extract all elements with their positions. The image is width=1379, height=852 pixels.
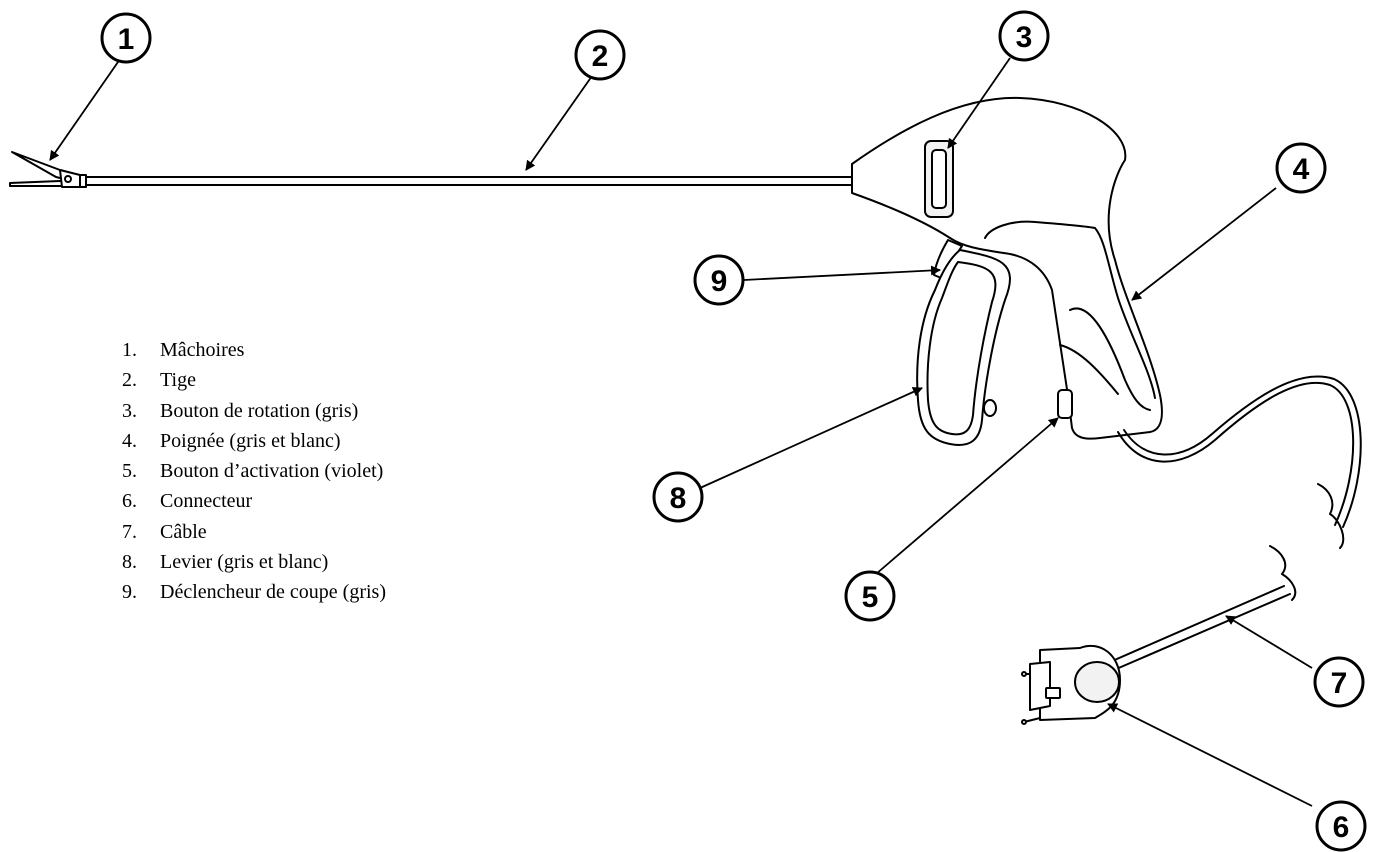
callout-7-label: 7 <box>1331 667 1348 700</box>
activation-button-part <box>1057 389 1073 419</box>
callout-5: 5 <box>844 570 896 622</box>
legend-label: Levier (gris et blanc) <box>160 551 329 574</box>
legend-label: Tige <box>160 369 196 392</box>
legend-item: 7. Câble <box>122 517 386 547</box>
leader-4 <box>1131 187 1277 301</box>
legend-number: 2. <box>122 369 137 392</box>
callout-9-label: 9 <box>711 265 728 298</box>
leader-lines <box>49 57 1313 807</box>
legend-number: 9. <box>122 581 137 604</box>
handle-inner-contour <box>984 220 1156 399</box>
callout-9: 9 <box>693 254 745 306</box>
legend-number: 7. <box>122 520 137 543</box>
legend-item: 3. Bouton de rotation (gris) <box>122 396 386 426</box>
callout-4-label: 4 <box>1293 153 1310 186</box>
legend-item: 8. Levier (gris et blanc) <box>122 547 386 577</box>
callout-1: 1 <box>100 12 152 64</box>
cable-part <box>1109 375 1362 671</box>
leader-5 <box>875 417 1059 575</box>
leader-2 <box>525 75 593 171</box>
callout-3: 3 <box>998 10 1050 62</box>
callout-1-label: 1 <box>118 23 135 56</box>
lever-part <box>916 249 1011 446</box>
legend-item: 2. Tige <box>122 365 386 395</box>
legend-label: Mâchoires <box>160 339 245 361</box>
legend-number: 1. <box>122 339 137 361</box>
callout-8: 8 <box>652 471 704 523</box>
jaws-part <box>9 151 83 188</box>
parts-legend: 1. Mâchoires 2. Tige 3. Bouton de rotation … <box>122 335 386 608</box>
leader-3 <box>947 57 1011 149</box>
connector-part <box>1021 644 1121 725</box>
legend-label: Connecteur <box>160 490 253 513</box>
callout-7: 7 <box>1313 656 1365 708</box>
leader-7 <box>1225 615 1313 669</box>
leader-8 <box>699 387 923 489</box>
legend-item: 9. Déclencheur de coupe (gris) <box>122 577 386 607</box>
leader-1 <box>49 61 119 161</box>
legend-item: 1. Mâchoires <box>122 335 386 365</box>
rotation-knob-part <box>924 140 954 218</box>
callout-6: 6 <box>1315 800 1367 852</box>
callout-8-label: 8 <box>670 482 687 515</box>
legend-label: Poignée (gris et blanc) <box>160 429 341 452</box>
legend-item: 4. Poignée (gris et blanc) <box>122 426 386 456</box>
legend-item: 5. Bouton d’activation (violet) <box>122 456 386 486</box>
callout-3-label: 3 <box>1016 21 1033 54</box>
instrument-illustration <box>9 96 1362 725</box>
legend-label: Bouton d’activation (violet) <box>160 460 384 483</box>
legend-label: Bouton de rotation (gris) <box>160 399 359 422</box>
legend-number: 5. <box>122 460 137 483</box>
leader-9 <box>743 265 941 281</box>
legend-label: Câble <box>160 520 207 543</box>
callout-5-label: 5 <box>862 581 879 614</box>
legend-label: Déclencheur de coupe (gris) <box>160 581 386 604</box>
legend-item: 6. Connecteur <box>122 486 386 516</box>
legend-number: 6. <box>122 490 137 513</box>
legend-number: 3. <box>122 399 137 422</box>
handle-lower-contour <box>1059 344 1119 395</box>
leader-6 <box>1107 703 1313 807</box>
callout-4: 4 <box>1275 142 1327 194</box>
shaft-part <box>79 174 855 188</box>
handle-grip-line <box>1069 307 1151 411</box>
callout-2: 2 <box>574 29 626 81</box>
legend-number: 4. <box>122 429 137 452</box>
legend-number: 8. <box>122 551 137 574</box>
callout-markers: 1 2 3 4 5 6 7 8 <box>100 10 1367 852</box>
callout-6-label: 6 <box>1333 811 1350 844</box>
callout-2-label: 2 <box>592 40 609 73</box>
